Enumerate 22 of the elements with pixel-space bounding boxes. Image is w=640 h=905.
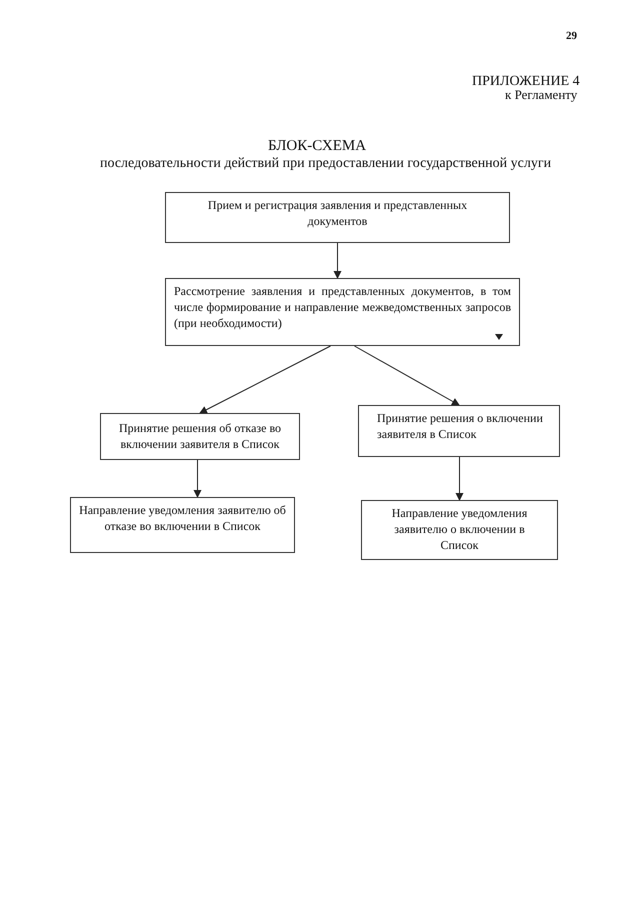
annex-label: ПРИЛОЖЕНИЕ 4 bbox=[472, 74, 580, 90]
page-number: 29 bbox=[566, 30, 577, 42]
title: БЛОК-СХЕМА bbox=[268, 138, 366, 154]
box-text: Направление уведомления заявителю об отказе во включении в Список bbox=[78, 502, 287, 534]
process-box bbox=[361, 500, 558, 560]
box-text: Принятие решения об отказе во включении заявителя в Список bbox=[118, 420, 282, 452]
arrow bbox=[199, 346, 331, 414]
arrow bbox=[194, 460, 202, 498]
annex-label: к Регламенту bbox=[505, 88, 578, 102]
process-box bbox=[100, 413, 300, 460]
subtitle: последовательности действий при предоставлении государственной услуги bbox=[100, 156, 552, 172]
box-text: Направление уведомления заявителю о включении в Список bbox=[390, 505, 528, 554]
box-text: Прием и регистрация заявления и представленных документов bbox=[206, 197, 468, 230]
arrow bbox=[354, 346, 460, 406]
process-box bbox=[70, 497, 295, 553]
arrow bbox=[456, 456, 464, 501]
arrow bbox=[334, 242, 342, 279]
box-text: Рассмотрение заявления и представленных документов, в том числе формирование и направление межведомственных запросов (при необходимости) bbox=[174, 283, 511, 332]
process-box bbox=[165, 278, 520, 346]
process-box bbox=[165, 192, 510, 243]
process-box bbox=[358, 405, 560, 457]
box-text: Принятие решения о включении заявителя в Список bbox=[377, 410, 544, 442]
